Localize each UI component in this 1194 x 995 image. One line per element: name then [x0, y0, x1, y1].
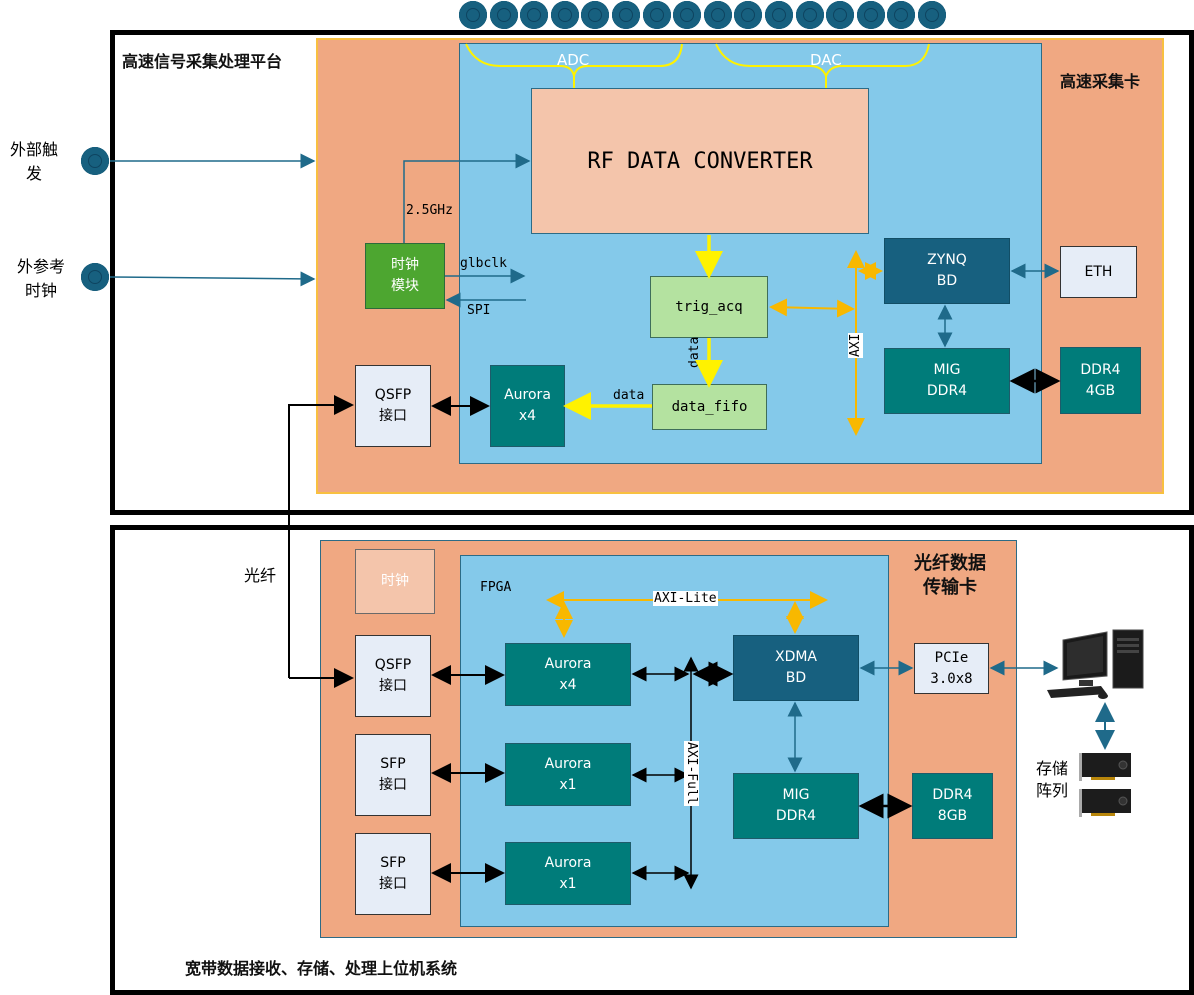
clock-freq-label: 2.5GHz — [406, 203, 453, 218]
bottom-system-frame — [110, 525, 1194, 995]
axi-full-label: AXI-Full — [684, 741, 699, 806]
rf-connector-icon — [642, 1, 671, 29]
mig-ddr4-top[interactable]: MIG DDR4 — [884, 348, 1010, 414]
zynq-bd-block[interactable]: ZYNQ BD — [884, 238, 1010, 304]
rf-connector-icon — [918, 1, 946, 29]
axi-lite-label: AXI-Lite — [653, 591, 718, 606]
rf-connector-icon — [856, 1, 885, 29]
aurora-x4-bottom[interactable]: Aurora x4 — [505, 643, 631, 706]
sfp-port-a[interactable]: SFP 接口 — [355, 734, 431, 816]
fiber-label: 光纤 — [244, 566, 277, 585]
external-ref-clock-connector[interactable] — [81, 263, 109, 291]
sfp-port-b[interactable]: SFP 接口 — [355, 833, 431, 915]
storage-card-icon — [1079, 752, 1133, 782]
external-ref-clock-label: 外参考 时钟 — [17, 257, 66, 300]
external-trigger-label: 外部触 发 — [10, 140, 59, 183]
connector-row — [458, 0, 958, 30]
rf-connector-icon — [673, 1, 702, 29]
ddr4-4gb-block[interactable]: DDR4 4GB — [1060, 347, 1141, 414]
external-trigger-connector[interactable] — [81, 147, 109, 175]
rf-connector-icon — [795, 1, 824, 29]
rf-connector-icon — [581, 1, 610, 29]
top-system-frame — [110, 30, 1194, 515]
rf-data-converter[interactable]: RF DATA CONVERTER — [531, 88, 869, 234]
aurora-x4-top[interactable]: Aurora x4 — [490, 365, 565, 447]
glbclk-label: glbclk — [460, 256, 507, 271]
fiber-card-title: 光纤数据 传输卡 — [914, 553, 986, 598]
clock-module[interactable]: 时钟 模块 — [365, 243, 445, 309]
aurora-x1-bottom-b[interactable]: Aurora x1 — [505, 842, 631, 905]
rf-connector-icon — [612, 1, 640, 29]
rf-connector-icon — [765, 1, 793, 29]
fpga-label: FPGA — [480, 580, 512, 595]
rf-connector-icon — [887, 1, 916, 29]
spi-label: SPI — [467, 303, 491, 318]
pcie-block[interactable]: PCIe 3.0x8 — [914, 643, 989, 694]
aurora-x1-bottom-a[interactable]: Aurora x1 — [505, 743, 631, 806]
rf-connector-icon — [734, 1, 763, 29]
data-label-horizontal: data — [613, 388, 645, 403]
trig-acq-block[interactable]: trig_acq — [650, 276, 768, 338]
storage-card-icon — [1079, 788, 1133, 818]
dac-label: DAC — [810, 51, 842, 69]
storage-array-label: 存储 阵列 — [1036, 759, 1069, 800]
data-label-vertical: data — [687, 336, 702, 368]
host-computer-icon[interactable] — [1045, 628, 1155, 703]
rf-connector-icon — [826, 1, 855, 29]
rf-connector-icon — [703, 1, 732, 29]
clock-block-bottom[interactable]: 时钟 — [355, 549, 435, 614]
eth-block[interactable]: ETH — [1060, 246, 1137, 298]
xdma-bd-block[interactable]: XDMA BD — [733, 635, 859, 701]
top-system-title: 高速信号采集处理平台 — [122, 52, 283, 71]
axi-label: AXI — [848, 332, 863, 358]
mig-ddr4-bottom[interactable]: MIG DDR4 — [733, 773, 859, 839]
rf-connector-icon — [459, 1, 487, 29]
ddr4-8gb-block[interactable]: DDR4 8GB — [912, 773, 993, 839]
rf-connector-icon — [489, 1, 518, 29]
rf-connector-icon — [550, 1, 579, 29]
qsfp-port-bottom[interactable]: QSFP 接口 — [355, 635, 431, 717]
data-fifo-block[interactable]: data_fifo — [652, 384, 767, 430]
acquisition-card-title: 高速采集卡 — [1060, 72, 1141, 91]
bottom-system-title: 宽带数据接收、存储、处理上位机系统 — [185, 959, 458, 978]
adc-label: ADC — [557, 51, 590, 69]
qsfp-port-top[interactable]: QSFP 接口 — [355, 365, 431, 447]
rf-connector-icon — [520, 1, 549, 29]
